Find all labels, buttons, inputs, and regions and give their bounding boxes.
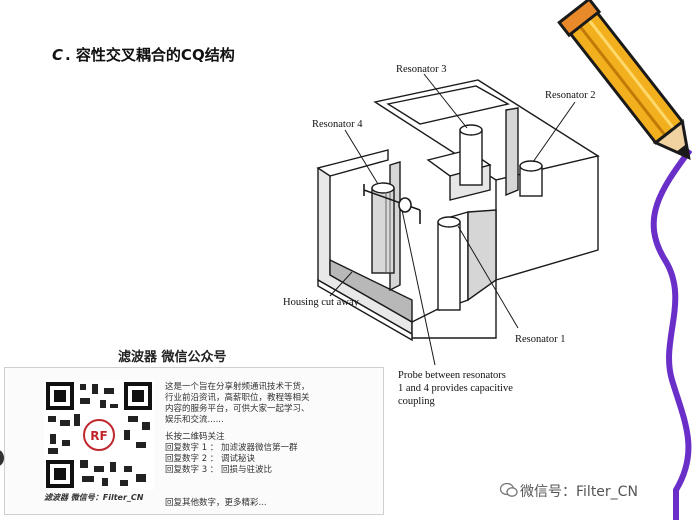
intro-line: 行业前沿资讯，高薪职位，教程等相关: [165, 393, 310, 403]
svg-text:RF: RF: [90, 429, 107, 443]
wechat-icon: [500, 482, 518, 497]
label-resonator-3: Resonator 3: [396, 64, 446, 75]
label-resonator-2: Resonator 2: [545, 90, 595, 101]
instruction-line: 回复数字 3 ： 回损与驻波比: [165, 465, 273, 475]
instruction-line: 回复数字 2 ： 调试秘诀: [165, 454, 256, 464]
qr-code-icon[interactable]: RF: [44, 380, 154, 490]
leader-lines: [329, 73, 576, 366]
qr-footer: 回复其他数字，更多精彩...: [165, 498, 267, 508]
resonator-posts: [371, 124, 543, 311]
label-probe-2: 1 and 4 provides capacitive: [398, 383, 513, 394]
purple-wave-decoration: [650, 148, 692, 520]
heading-letter: C: [52, 46, 64, 64]
page-heading: C. 容性交叉耦合的CQ结构: [52, 44, 235, 65]
label-resonator-4: Resonator 4: [312, 119, 363, 130]
instruction-line: 长按二维码关注: [165, 432, 225, 442]
pencil-icon: [557, 0, 691, 160]
qr-caption: 滤波器 微信号：Filter_CN: [44, 493, 144, 502]
watermark-text: 微信号：Filter_CN: [520, 484, 638, 500]
partial-dot: [0, 450, 4, 466]
coupling-probe: [363, 184, 421, 224]
intro-line: 这是一个旨在分享射频通讯技术干货，: [165, 382, 310, 392]
intro-line: 娱乐和交流......: [165, 415, 224, 425]
heading-text: . 容性交叉耦合的CQ结构: [65, 46, 235, 64]
label-probe-1: Probe between resonators: [398, 370, 506, 381]
label-probe-3: coupling: [398, 396, 435, 407]
label-housing: Housing cut away: [283, 297, 360, 308]
label-resonator-1: Resonator 1: [515, 334, 565, 345]
intro-line: 内容的服务平台，可供大家一起学习、: [165, 404, 310, 414]
instruction-line: 回复数字 1 ： 加滤波器微信第一群: [165, 443, 298, 453]
qr-description: 这是一个旨在分享射频通讯技术干货， 行业前沿资讯，高薪职位，教程等相关 内容的服…: [165, 382, 375, 476]
qr-card-title: 滤波器 微信公众号: [118, 350, 227, 365]
